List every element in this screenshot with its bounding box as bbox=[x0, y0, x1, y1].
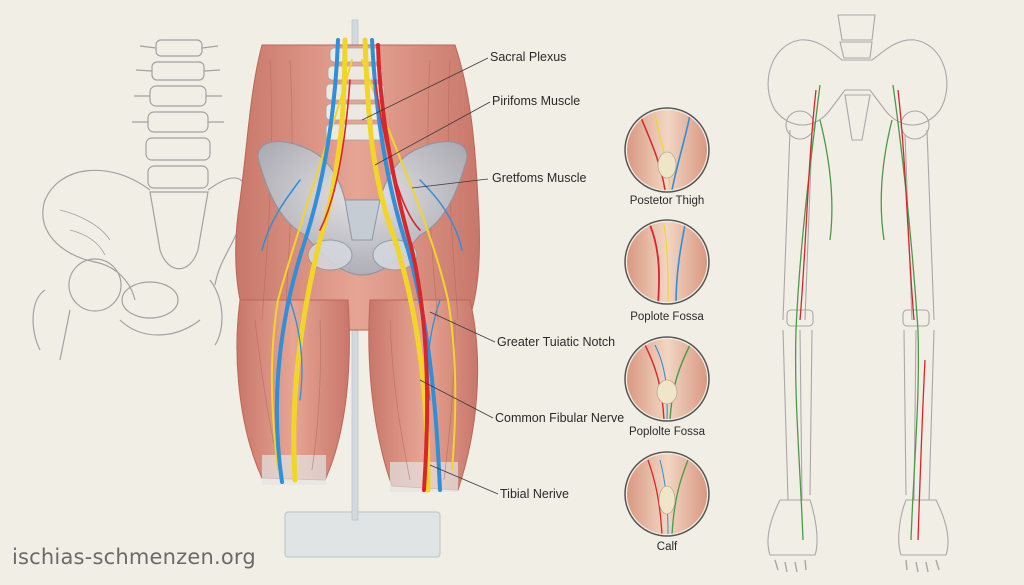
label-gemellus-muscle: Gretfoms Muscle bbox=[492, 171, 587, 185]
label-sacral-plexus: Sacral Plexus bbox=[490, 50, 567, 64]
spine-sketch bbox=[132, 39, 224, 189]
acetabulum-sketch bbox=[68, 258, 122, 312]
leader-lines bbox=[361, 57, 499, 495]
foot-left-sketch bbox=[767, 499, 818, 556]
anatomical-model bbox=[235, 19, 480, 558]
inset-posterior-thigh bbox=[624, 107, 710, 193]
pelvis-sketch bbox=[767, 39, 948, 126]
right-skeleton-nerves bbox=[794, 84, 926, 541]
tibia-left-sketch bbox=[782, 329, 813, 501]
label-piriformis-muscle: Pirifoms Muscle bbox=[492, 94, 581, 108]
inset-caption-popliteal-fossa-1: Poplote Fossa bbox=[630, 311, 704, 323]
left-pelvis-sketch bbox=[32, 39, 247, 361]
label-tibial-nerve: Tibial Nerive bbox=[500, 487, 570, 501]
watermark-text: ischias-schmenzen.org bbox=[12, 545, 256, 569]
foot-right-sketch bbox=[898, 499, 949, 556]
inset-calf bbox=[624, 451, 710, 537]
inset-popliteal-fossa-1 bbox=[624, 219, 710, 305]
femur-head-sketch bbox=[32, 289, 71, 361]
inset-caption-calf: Calf bbox=[656, 541, 678, 553]
sacrum-sketch bbox=[149, 191, 209, 270]
inset-caption-posterior-thigh: Postetor Thigh bbox=[629, 195, 705, 207]
model-arteries-red bbox=[319, 43, 430, 492]
spine-top-sketch bbox=[837, 14, 876, 59]
right-skeleton-sketch bbox=[767, 14, 949, 573]
model-nerves-blue bbox=[261, 38, 463, 492]
inset-caption-popliteal-fossa-2: Poplolte Fossa bbox=[628, 426, 706, 438]
label-sciatic-notch: Greater Tuiatic Notch bbox=[497, 335, 616, 349]
obturator-sketch bbox=[121, 281, 179, 319]
ilium-left-sketch bbox=[42, 169, 151, 301]
model-stand-base bbox=[284, 511, 441, 558]
femur-left-sketch bbox=[782, 129, 813, 321]
label-common-fibular-nerve: Common Fibular Nerve bbox=[495, 411, 625, 425]
inset-popliteal-fossa-2 bbox=[624, 336, 710, 422]
